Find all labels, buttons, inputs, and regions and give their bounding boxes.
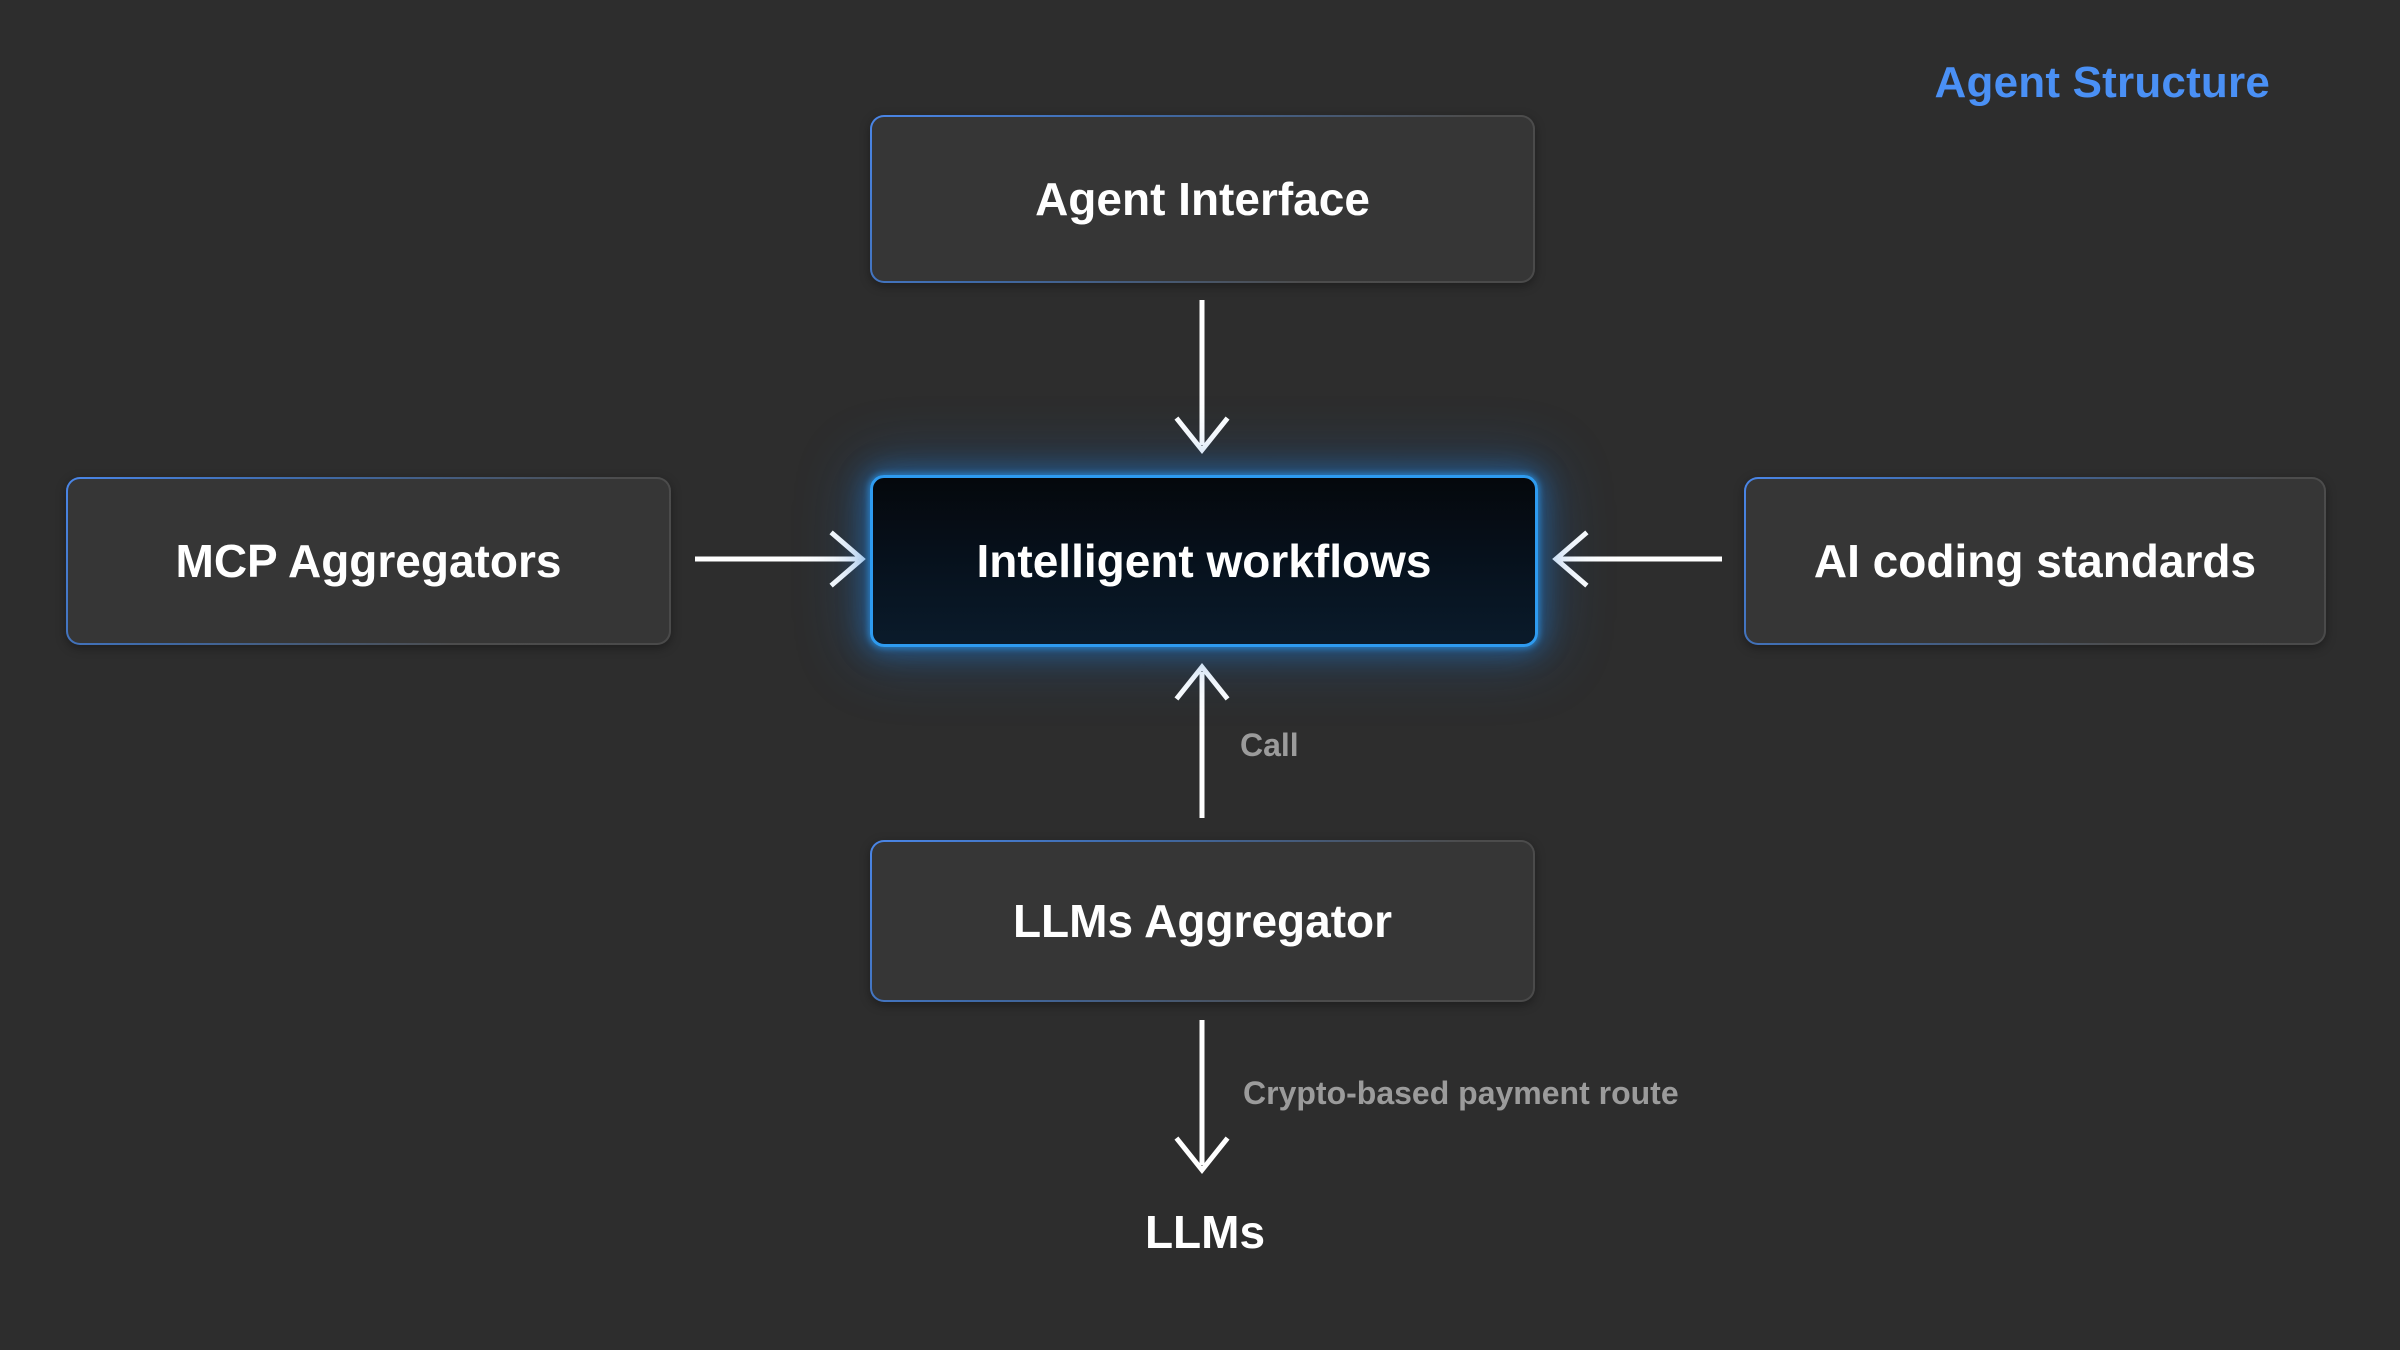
arrow-ai-coding-standards-to-intelligent-workflows bbox=[1552, 530, 1722, 588]
node-ai-coding-standards[interactable]: AI coding standards bbox=[1744, 477, 2326, 645]
node-label-llms-aggregator: LLMs Aggregator bbox=[1012, 894, 1393, 947]
node-llms-aggregator[interactable]: LLMs Aggregator bbox=[870, 840, 1535, 1002]
node-mcp-aggregators[interactable]: MCP Aggregators bbox=[66, 477, 671, 645]
node-label-mcp-aggregators: MCP Aggregators bbox=[175, 534, 562, 587]
arrow-agent-interface-to-intelligent-workflows bbox=[1174, 300, 1230, 455]
node-label-agent-interface: Agent Interface bbox=[1035, 172, 1370, 225]
page-title: Agent Structure bbox=[1934, 58, 2270, 107]
arrow-llms-aggregator-to-llms bbox=[1174, 1020, 1230, 1175]
node-label-ai-coding-standards: AI coding standards bbox=[1813, 534, 2257, 587]
node-intelligent-workflows[interactable]: Intelligent workflows bbox=[870, 475, 1538, 647]
arrow-mcp-aggregators-to-intelligent-workflows bbox=[695, 530, 866, 588]
edge-label-call: Call bbox=[1240, 727, 1299, 763]
arrow-llms-aggregator-to-intelligent-workflows bbox=[1174, 662, 1230, 818]
edge-label-crypto-based-payment-route: Crypto-based payment route bbox=[1243, 1075, 1679, 1111]
node-llms: LLMs bbox=[1144, 1206, 1266, 1258]
node-label-intelligent-workflows: Intelligent workflows bbox=[976, 534, 1432, 587]
node-agent-interface[interactable]: Agent Interface bbox=[870, 115, 1535, 283]
